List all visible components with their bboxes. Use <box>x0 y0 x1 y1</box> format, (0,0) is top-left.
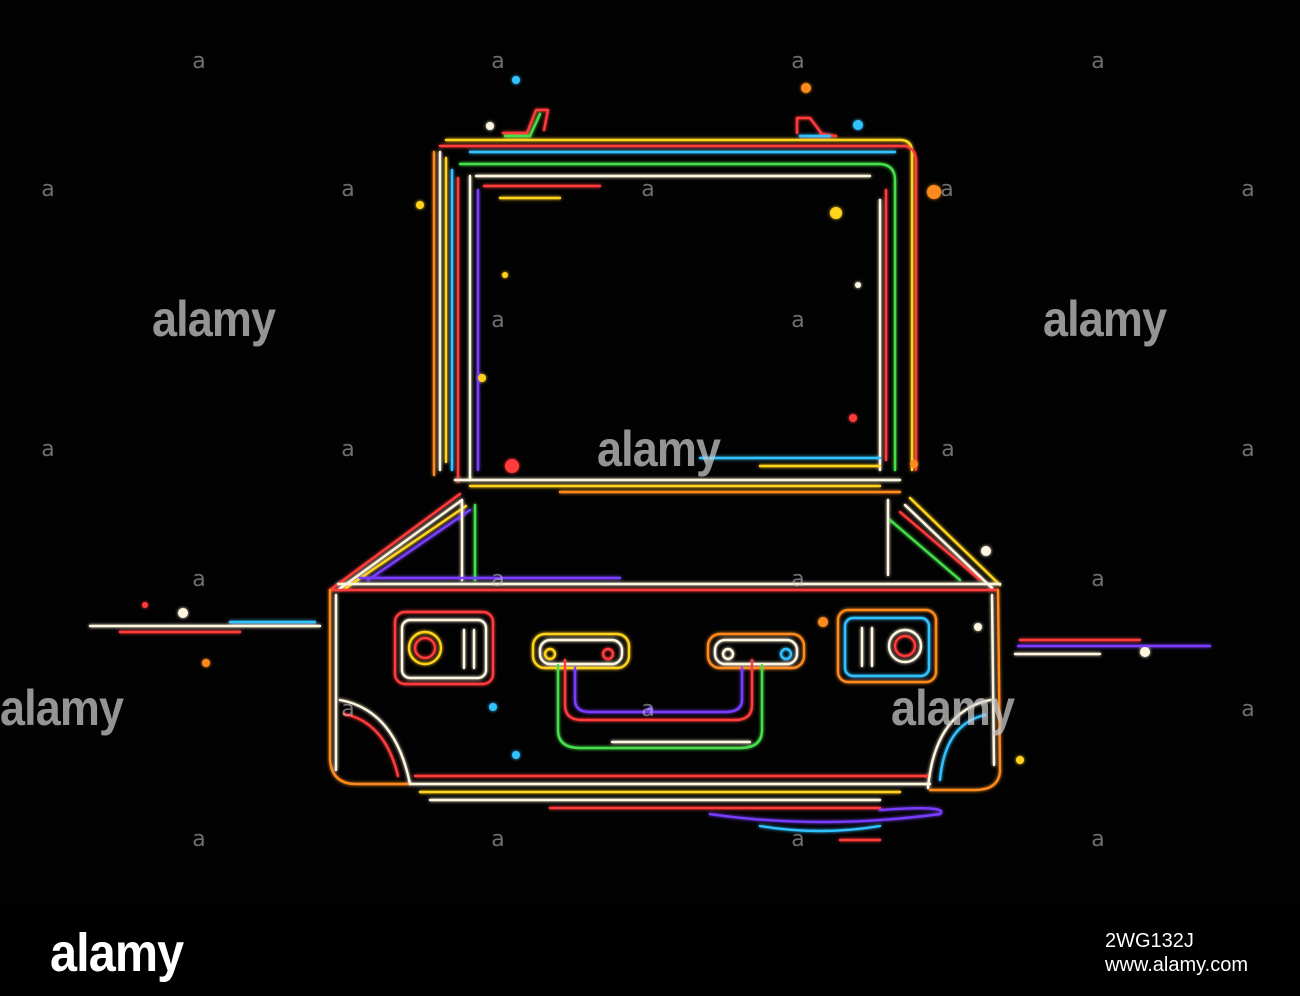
watermark-mark: a <box>1241 177 1255 202</box>
watermark-mark: a <box>41 177 55 202</box>
watermark-mark: a <box>1241 437 1255 462</box>
suitcase-lid <box>432 108 918 494</box>
watermark-text: alamy <box>152 291 276 347</box>
watermark-mark: a <box>791 827 805 852</box>
suitcase-latches <box>393 608 938 686</box>
watermark-mark: a <box>1091 49 1105 74</box>
image-id: 2WG132J <box>1105 930 1194 952</box>
watermark-mark: a <box>940 177 954 202</box>
watermark-mark: a <box>1091 827 1105 852</box>
footer-bar <box>0 905 1300 996</box>
watermark-mark: a <box>41 437 55 462</box>
watermark-mark: a <box>341 177 355 202</box>
watermark-mark: a <box>491 49 505 74</box>
illustration-area <box>88 76 1212 842</box>
watermark-text: alamy <box>891 680 1015 736</box>
watermark-mark: a <box>1241 697 1255 722</box>
watermark-mark: a <box>641 177 655 202</box>
watermark-text: alamy <box>1043 291 1167 347</box>
horizon-lines <box>88 620 1212 842</box>
watermark-mark: a <box>491 827 505 852</box>
suitcase-base-interior <box>328 492 1002 592</box>
open-suitcase-drawing <box>88 76 1212 842</box>
watermark-mark: a <box>341 437 355 462</box>
watermark-mark: a <box>1091 567 1105 592</box>
footer-logo: alamy <box>50 923 184 983</box>
watermark-mark: a <box>791 567 805 592</box>
sparkle-dots <box>142 76 1150 764</box>
watermark-mark: a <box>192 567 206 592</box>
watermark-mark: a <box>641 697 655 722</box>
watermark-text: alamy <box>597 421 721 477</box>
watermark-mark: a <box>192 827 206 852</box>
watermark-mark: a <box>791 308 805 333</box>
watermark-mark: a <box>192 49 206 74</box>
watermark-text: alamy <box>0 680 124 736</box>
suitcase-handle <box>531 632 806 750</box>
watermark-mark: a <box>941 437 955 462</box>
suitcase-base <box>328 576 1002 810</box>
watermark-mark: a <box>491 308 505 333</box>
footer-url[interactable]: www.alamy.com <box>1105 954 1248 976</box>
watermark-mark: a <box>491 567 505 592</box>
watermark-mark: a <box>791 49 805 74</box>
watermark-mark: a <box>341 697 355 722</box>
